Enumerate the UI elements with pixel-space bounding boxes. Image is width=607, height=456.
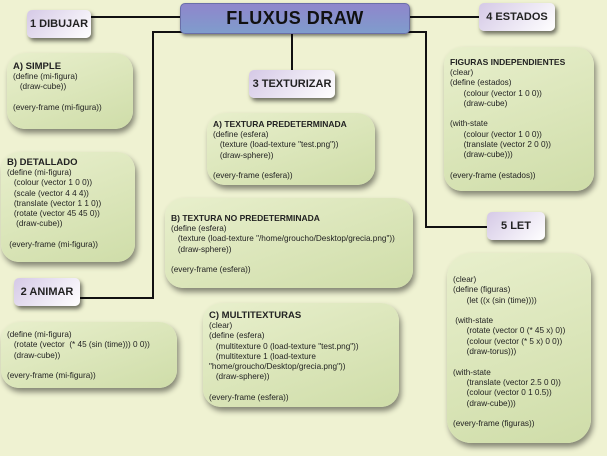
code-block: (clear) (define (figuras) (let ((x (sin … xyxy=(453,275,566,429)
code-block: (define (mi-figura) (rotate (vector (* 4… xyxy=(7,330,150,381)
connector-title-animar-v xyxy=(152,31,154,299)
diagram-title: FLUXUS DRAW xyxy=(180,3,410,34)
card-title: C) MULTITEXTURAS xyxy=(209,310,302,321)
code-block: (clear) (define (estados) (colour (vecto… xyxy=(450,68,552,180)
code-block: (define (esfera) (texture (load-texture … xyxy=(171,224,395,275)
connector-title-let-v xyxy=(425,31,427,228)
section-label-texturizar: 3 TEXTURIZAR xyxy=(249,70,335,98)
section-label-let: 5 LET xyxy=(487,212,545,240)
connector-animar-h xyxy=(80,297,154,299)
card-dibujar-detallado: B) DETALLADO (define (mi-figura) (colour… xyxy=(1,152,135,262)
card-dibujar-simple: A) SIMPLE (define (mi-figura) (draw-cube… xyxy=(7,53,133,129)
connector-title-dibujar xyxy=(90,16,182,18)
connector-title-animar-h xyxy=(153,31,183,33)
card-estados: FIGURAS INDEPENDIENTES (clear) (define (… xyxy=(444,47,594,191)
code-block: (define (mi-figura) (draw-cube)) (every-… xyxy=(13,72,102,112)
connector-title-texturizar xyxy=(291,33,293,70)
connector-title-let-h xyxy=(408,31,426,33)
code-block: (clear) (define (esfera) (multitexture 0… xyxy=(209,321,359,403)
card-texturizar-no-predeterminada: B) TEXTURA NO PREDETERMINADA (define (es… xyxy=(165,198,413,288)
card-title: FIGURAS INDEPENDIENTES xyxy=(450,57,566,67)
card-texturizar-multitexturas: C) MULTITEXTURAS (clear) (define (esfera… xyxy=(203,303,399,407)
connector-let-h xyxy=(425,226,487,228)
section-label-dibujar: 1 DIBUJAR xyxy=(27,10,91,38)
connector-title-estados xyxy=(408,16,480,18)
card-title: A) TEXTURA PREDETERMINADA xyxy=(213,119,347,129)
section-label-estados: 4 ESTADOS xyxy=(479,3,555,31)
card-animar: (define (mi-figura) (rotate (vector (* 4… xyxy=(1,322,177,388)
card-title: B) TEXTURA NO PREDETERMINADA xyxy=(171,213,320,223)
card-title: B) DETALLADO xyxy=(7,157,78,168)
code-block: (define (esfera) (texture (load-texture … xyxy=(213,130,339,181)
code-block: (define (mi-figura) (colour (vector 1 0 … xyxy=(7,168,102,250)
card-title: A) SIMPLE xyxy=(13,61,62,72)
card-texturizar-predeterminada: A) TEXTURA PREDETERMINADA (define (esfer… xyxy=(207,113,375,185)
card-let: (clear) (define (figuras) (let ((x (sin … xyxy=(447,253,591,443)
section-label-animar: 2 ANIMAR xyxy=(14,278,80,306)
